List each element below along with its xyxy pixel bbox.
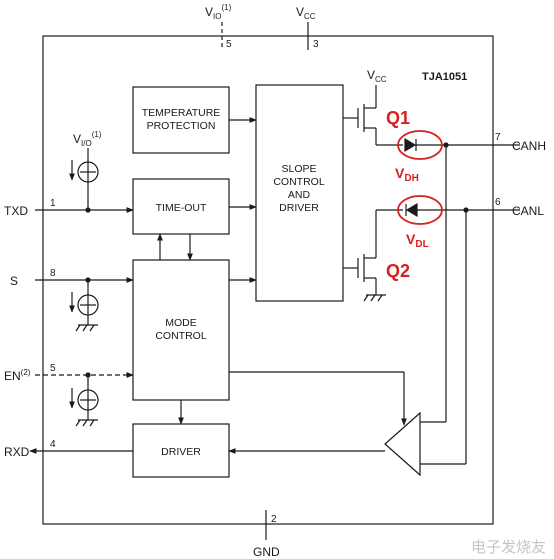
vdh-highlight (397, 130, 443, 160)
chip-name: TJA1051 (422, 71, 467, 83)
watermark: 电子发烧友 (470, 538, 546, 556)
txd-pin-label: TXD (4, 204, 28, 218)
vdh-label: VDH (395, 165, 419, 184)
s-pin-label: S (10, 274, 18, 288)
slope-control-block (255, 84, 344, 302)
q2-label: Q2 (386, 261, 410, 281)
txd-pin-number: 1 (50, 198, 56, 209)
q1-label: Q1 (386, 108, 410, 128)
vio-pin-number: 5 (226, 39, 232, 50)
canl-pin-number: 6 (495, 197, 501, 208)
receiver-comparator (384, 411, 421, 477)
rxd-pin-number: 4 (50, 439, 56, 450)
vcc-pin-number: 3 (313, 39, 319, 50)
vio-pin-label: VIO(1) (205, 3, 232, 21)
canh-pin-label: CANH (512, 139, 546, 153)
s-pin-number: 8 (50, 268, 56, 279)
vio-internal-label: VI/O(1) (73, 130, 102, 148)
canh-pin-number: 7 (495, 132, 501, 143)
time-out-label: TIME-OUT (156, 202, 207, 214)
vdl-highlight (397, 195, 443, 225)
driver-label: DRIVER (161, 446, 201, 458)
canl-pin-label: CANL (512, 204, 544, 218)
gnd-pin-number: 2 (271, 514, 277, 525)
vdl-label: VDL (406, 231, 429, 250)
gnd-pin-label: GND (253, 545, 280, 559)
en-pin-label: EN(2) (4, 368, 31, 383)
en-pin-number: 5 (50, 363, 56, 374)
rxd-pin-label: RXD (4, 445, 30, 459)
vcc-pin-label: VCC (296, 5, 316, 21)
vcc-internal-label: VCC (367, 68, 387, 84)
